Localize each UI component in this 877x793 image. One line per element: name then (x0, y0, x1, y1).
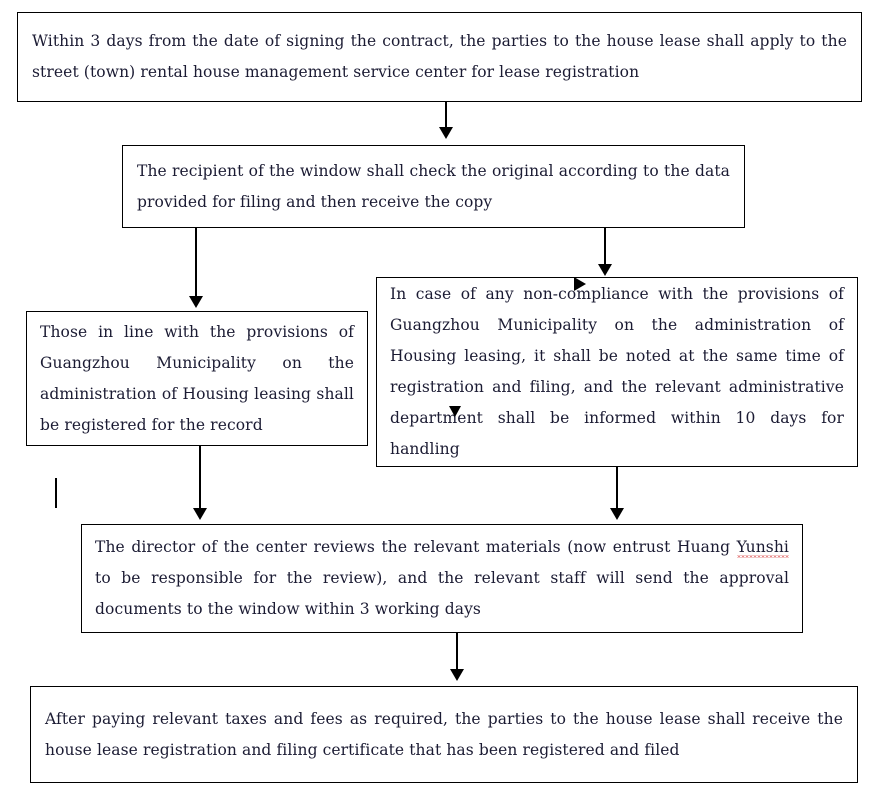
arrow-step4-to-step5-line (616, 467, 618, 512)
flow-node-text: After paying relevant taxes and fees as … (45, 709, 843, 759)
arrow-step5-to-step6-line (456, 633, 458, 673)
arrow-step2-to-step3-head (189, 296, 203, 308)
arrow-step2-to-step4-line (604, 228, 606, 268)
flow-node-text: Those in line with the provisions of Gua… (40, 322, 354, 434)
flow-node-compliant-register-for-record[interactable]: Those in line with the provisions of Gua… (26, 311, 368, 446)
flow-node-apply-for-lease-registration[interactable]: Within 3 days from the date of signing t… (17, 12, 862, 102)
flow-node-text-part-1: The director of the center reviews the r… (95, 538, 737, 556)
arrow-step3-to-step5-line (199, 446, 201, 512)
stray-triangle-down-icon (449, 406, 461, 417)
arrow-step1-to-step2-head (439, 127, 453, 139)
flow-node-non-compliance-note-and-inform[interactable]: In case of any non-compliance with the p… (376, 277, 858, 467)
flow-node-window-recipient-check[interactable]: The recipient of the window shall check … (122, 145, 745, 228)
flow-node-text: The recipient of the window shall check … (137, 161, 730, 211)
flow-node-text: Within 3 days from the date of signing t… (32, 32, 847, 81)
arrow-step2-to-step4-head (598, 264, 612, 276)
arrow-step2-to-step3-line (195, 228, 197, 300)
flow-node-text: The director of the center reviews the r… (95, 532, 789, 625)
arrow-step5-to-step6-head (450, 669, 464, 681)
arrow-step1-to-step2-line (445, 102, 447, 132)
flow-node-receive-registration-certificate[interactable]: After paying relevant taxes and fees as … (30, 686, 858, 783)
stray-line-stub-below-step3 (55, 478, 57, 508)
flow-node-text-part-2: to be responsible for the review), and t… (95, 569, 789, 618)
misspelled-word-yunshi[interactable]: Yunshi (736, 538, 789, 556)
arrow-step4-to-step5-head (610, 508, 624, 520)
stray-triangle-right-icon (574, 277, 586, 291)
flow-node-director-reviews-materials[interactable]: The director of the center reviews the r… (81, 524, 803, 633)
arrow-step3-to-step5-head (193, 508, 207, 520)
flow-node-text: In case of any non-compliance with the p… (390, 285, 844, 458)
